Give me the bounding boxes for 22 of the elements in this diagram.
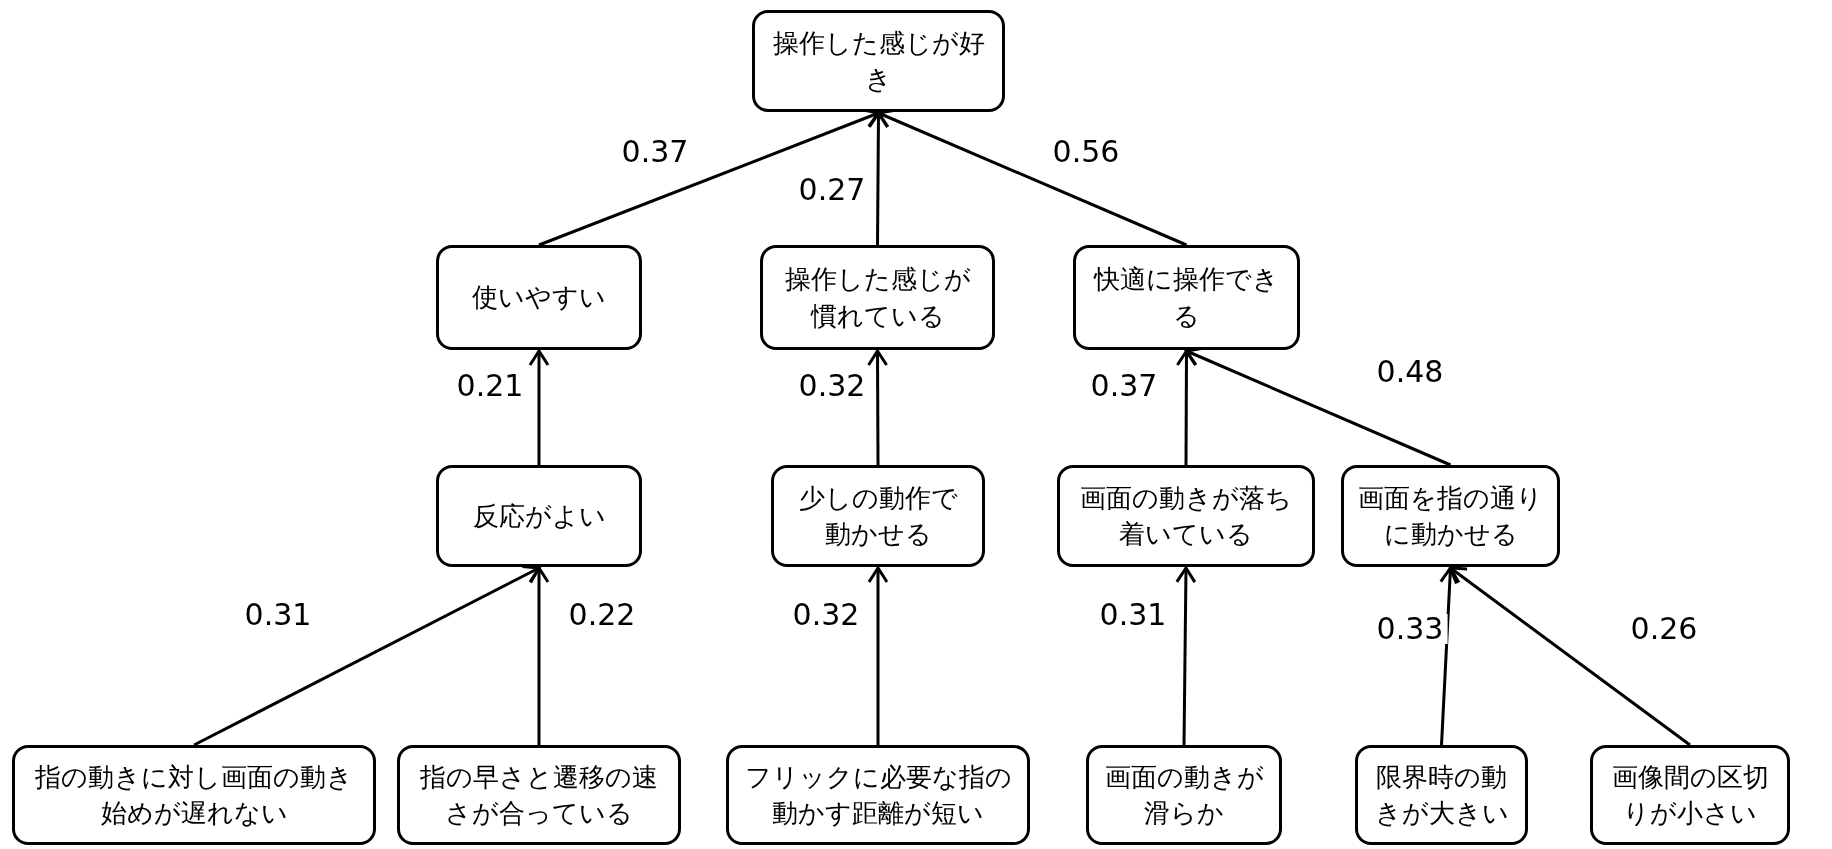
node-box: 画面の動きが落ち着いている — [1057, 465, 1315, 567]
arrow — [867, 566, 889, 745]
node-box: 反応がよい — [436, 465, 642, 567]
arrow — [528, 566, 550, 745]
node-box: 指の早さと遷移の速さが合っている — [397, 745, 681, 845]
node-box: 限界時の動きが大きい — [1355, 745, 1528, 845]
arrow — [1449, 566, 1691, 747]
node-box: フリックに必要な指の動かす距離が短い — [726, 745, 1030, 845]
node-box: 操作した感じが好き — [752, 10, 1005, 112]
node-box: 画面の動きが滑らか — [1086, 745, 1282, 845]
node-box: 操作した感じが慣れている — [760, 245, 995, 350]
arrow — [1439, 566, 1461, 746]
node-box: 少しの動作で動かせる — [771, 465, 985, 567]
node-box: 画像間の区切りが小さい — [1590, 745, 1790, 845]
arrow — [528, 349, 550, 465]
node-box: 快適に操作できる — [1073, 245, 1300, 350]
node-box: 画面を指の通りに動かせる — [1341, 465, 1560, 567]
arrow — [867, 349, 889, 465]
node-box: 使いやすい — [436, 245, 642, 350]
node-box: 指の動きに対し画面の動き始めが遅れない — [12, 745, 376, 845]
arrow — [1175, 566, 1197, 745]
arrow — [1175, 349, 1197, 465]
